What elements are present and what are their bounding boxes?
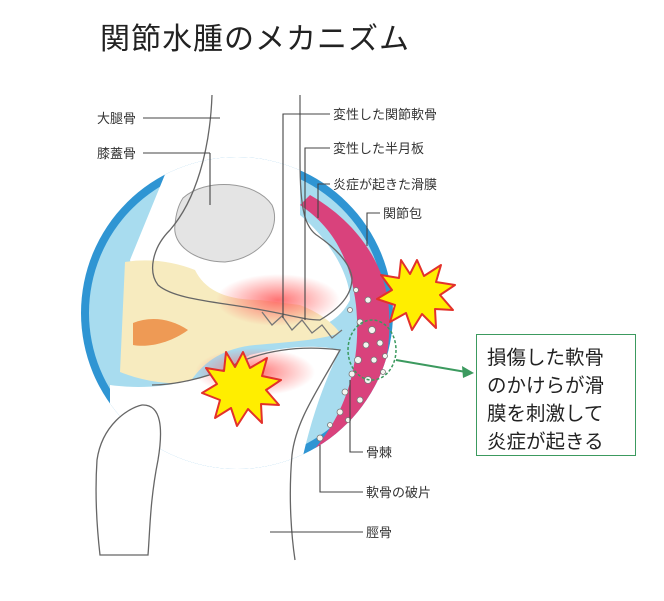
callout-box: 損傷した軟骨 のかけらが滑 膜を刺激して 炎症が起きる: [476, 334, 636, 456]
callout-line: 膜を刺激して: [487, 402, 604, 425]
femur-outline: [152, 94, 353, 321]
label-cartilage-fragments: 軟骨の破片: [366, 485, 431, 501]
label-femur: 大腿骨: [97, 112, 136, 127]
leader-lines: [143, 113, 380, 533]
cartilage-region: [120, 260, 340, 384]
inflamed-synovium-band: [300, 195, 390, 460]
callout-arrow-line: [395, 359, 467, 373]
patella: [174, 183, 276, 263]
label-tibia: 脛骨: [366, 526, 392, 541]
page-title: 関節水腫のメカニズム: [100, 22, 410, 57]
cartilage-fragments: [316, 287, 388, 442]
degenerated-cartilage-zigzag: [261, 311, 343, 339]
fragment-highlight-circle: [347, 319, 397, 381]
callout-arrow-head: [462, 366, 474, 378]
inflammation-glow-upper: [216, 274, 340, 326]
fibula: [95, 404, 162, 556]
callout-line: 損傷した軟骨: [487, 346, 605, 369]
label-joint-capsule: 関節包: [383, 207, 422, 222]
callout-line: 炎症が起きる: [487, 430, 604, 453]
label-patella: 膝蓋骨: [97, 147, 136, 162]
inflammation-burst-left: [201, 351, 282, 427]
label-inflamed-synovium: 炎症が起きた滑膜: [333, 178, 437, 193]
callout-line: のかけらが滑: [487, 374, 605, 397]
inflammation-burst-right: [376, 259, 456, 331]
label-degenerated-cartilage: 変性した関節軟骨: [333, 107, 437, 123]
meniscus: [133, 318, 188, 346]
label-osteophyte: 骨棘: [366, 446, 392, 461]
label-degenerated-meniscus: 変性した半月板: [333, 141, 424, 157]
